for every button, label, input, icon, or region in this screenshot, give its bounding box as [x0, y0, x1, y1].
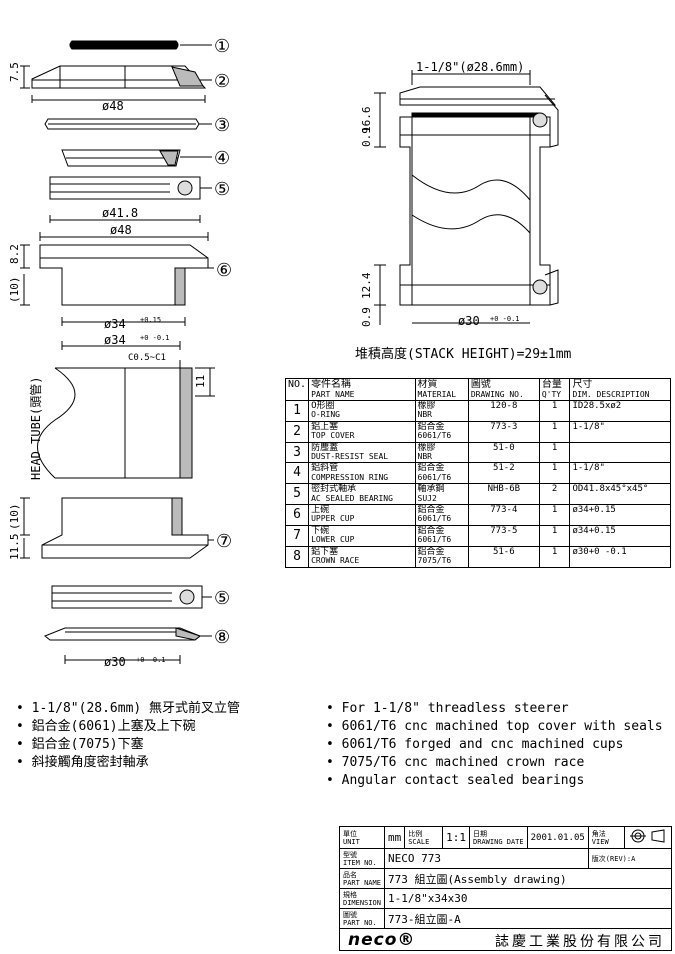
title-block-footer: neco® 誌慶工業股份有限公司 [339, 929, 672, 951]
dim-30-assembly: ø30 [458, 314, 480, 328]
dim-34-upper-tol: +0.15 [140, 316, 161, 324]
dim-41-8: ø41.8 [102, 206, 138, 220]
dim-7-5: 7.5 [8, 62, 21, 82]
callout-8: ⑧ [214, 627, 230, 648]
part-name-value: 773 組立圖(Assembly drawing) [383, 868, 673, 889]
dim-10-lower: (10) [8, 504, 21, 531]
notes-english: For 1-1/8" threadless steerer 6061/T6 cn… [326, 700, 663, 790]
brand-logo: neco® [348, 930, 416, 950]
callout-2: ② [214, 71, 230, 92]
note-zh: 1-1/8"(28.6mm) 無牙式前叉立管 [16, 700, 240, 718]
notes-chinese: 1-1/8"(28.6mm) 無牙式前叉立管 鋁合金(6061)上塞及上下碗 鋁… [16, 700, 240, 772]
dim-0-9-top: 0.9 [360, 127, 373, 147]
head-tube-label: HEAD TUBE(頭管) [28, 377, 43, 480]
crown-race-part [44, 627, 212, 664]
dim-10-upper: (10) [8, 277, 21, 304]
exploded-parts-drawing: ① ② ③ ④ ⑤ ⑥ ⑦ ⑤ ⑧ 7.5 ø48 ø41.8 ø48 8.2 … [8, 36, 232, 669]
note-zh: 鋁合金(6061)上塞及上下碗 [16, 718, 240, 736]
dim-34-upper: ø34 [104, 317, 126, 331]
callout-3: ③ [214, 115, 230, 136]
dim-11: 11 [194, 375, 207, 388]
dim-30-crown-tol: +0 -0.1 [136, 656, 166, 664]
dim-34-tube-tol: +0 -0.1 [140, 334, 170, 342]
bearing-part [49, 176, 212, 223]
dimension-value: 1-1/8"x34x30 [383, 888, 673, 909]
note-zh: 鋁合金(7075)下塞 [16, 736, 240, 754]
item-value: NECO 773 [383, 848, 589, 869]
assembly-drawing: 1-1/8"(ø28.6mm) 16.6 0.9 12.4 0.9 ø30 +0… [360, 60, 559, 328]
o-ring-part [69, 40, 212, 50]
projection-symbol [624, 826, 672, 849]
note-en: 7075/T6 cnc machined crown race [326, 754, 663, 772]
dim-steerer: 1-1/8"(ø28.6mm) [416, 60, 524, 74]
header-no: NO. [284, 378, 310, 401]
dim-16-6: 16.6 [360, 107, 373, 134]
dim-8-2: 8.2 [8, 244, 21, 264]
callout-5-lower: ⑤ [214, 588, 230, 609]
lower-bearing-part [51, 585, 212, 609]
note-en: For 1-1/8" threadless steerer [326, 700, 663, 718]
note-en: 6061/T6 forged and cnc machined cups [326, 736, 663, 754]
dim-11-5: 11.5 [8, 534, 21, 561]
callout-4: ④ [214, 148, 230, 169]
top-cover-part [20, 65, 212, 103]
dim-30-assembly-tol: +0 -0.1 [490, 315, 520, 323]
dim-48-top: ø48 [102, 99, 124, 113]
callout-1: ① [214, 36, 230, 57]
unit-value: mm [383, 826, 406, 849]
note-zh: 斜接觸角度密封軸承 [16, 754, 240, 772]
projection-icon [630, 829, 665, 843]
scale-value: 1:1 [442, 826, 471, 849]
lower-cup-part [20, 497, 214, 559]
dim-0-9-bottom: 0.9 [360, 307, 373, 327]
dust-seal-part [44, 118, 212, 130]
callout-6: ⑥ [216, 260, 232, 281]
note-en: 6061/T6 cnc machined top cover with seal… [326, 718, 663, 736]
callout-5: ⑤ [214, 179, 230, 200]
head-tube-part [37, 341, 215, 479]
dim-34-tube: ø34 [104, 333, 126, 347]
callout-7: ⑦ [216, 531, 232, 552]
dim-48-cup: ø48 [110, 223, 132, 237]
dim-30-crown: ø30 [104, 655, 126, 669]
upper-cup-part [20, 232, 214, 326]
note-en: Angular contact sealed bearings [326, 772, 663, 790]
part-no-value: 773-組立圖-A [383, 908, 673, 929]
revision: 版次(REV):A [587, 848, 673, 869]
dim-12-4: 12.4 [360, 272, 373, 299]
dim-chamfer: C0.5~C1 [128, 353, 166, 363]
date-value: 2001.01.05 [526, 826, 589, 849]
compression-ring-part [61, 149, 212, 167]
stack-height-label: 堆積高度(STACK HEIGHT)=29±1mm [355, 347, 572, 362]
company-name: 誌慶工業股份有限公司 [495, 934, 665, 950]
